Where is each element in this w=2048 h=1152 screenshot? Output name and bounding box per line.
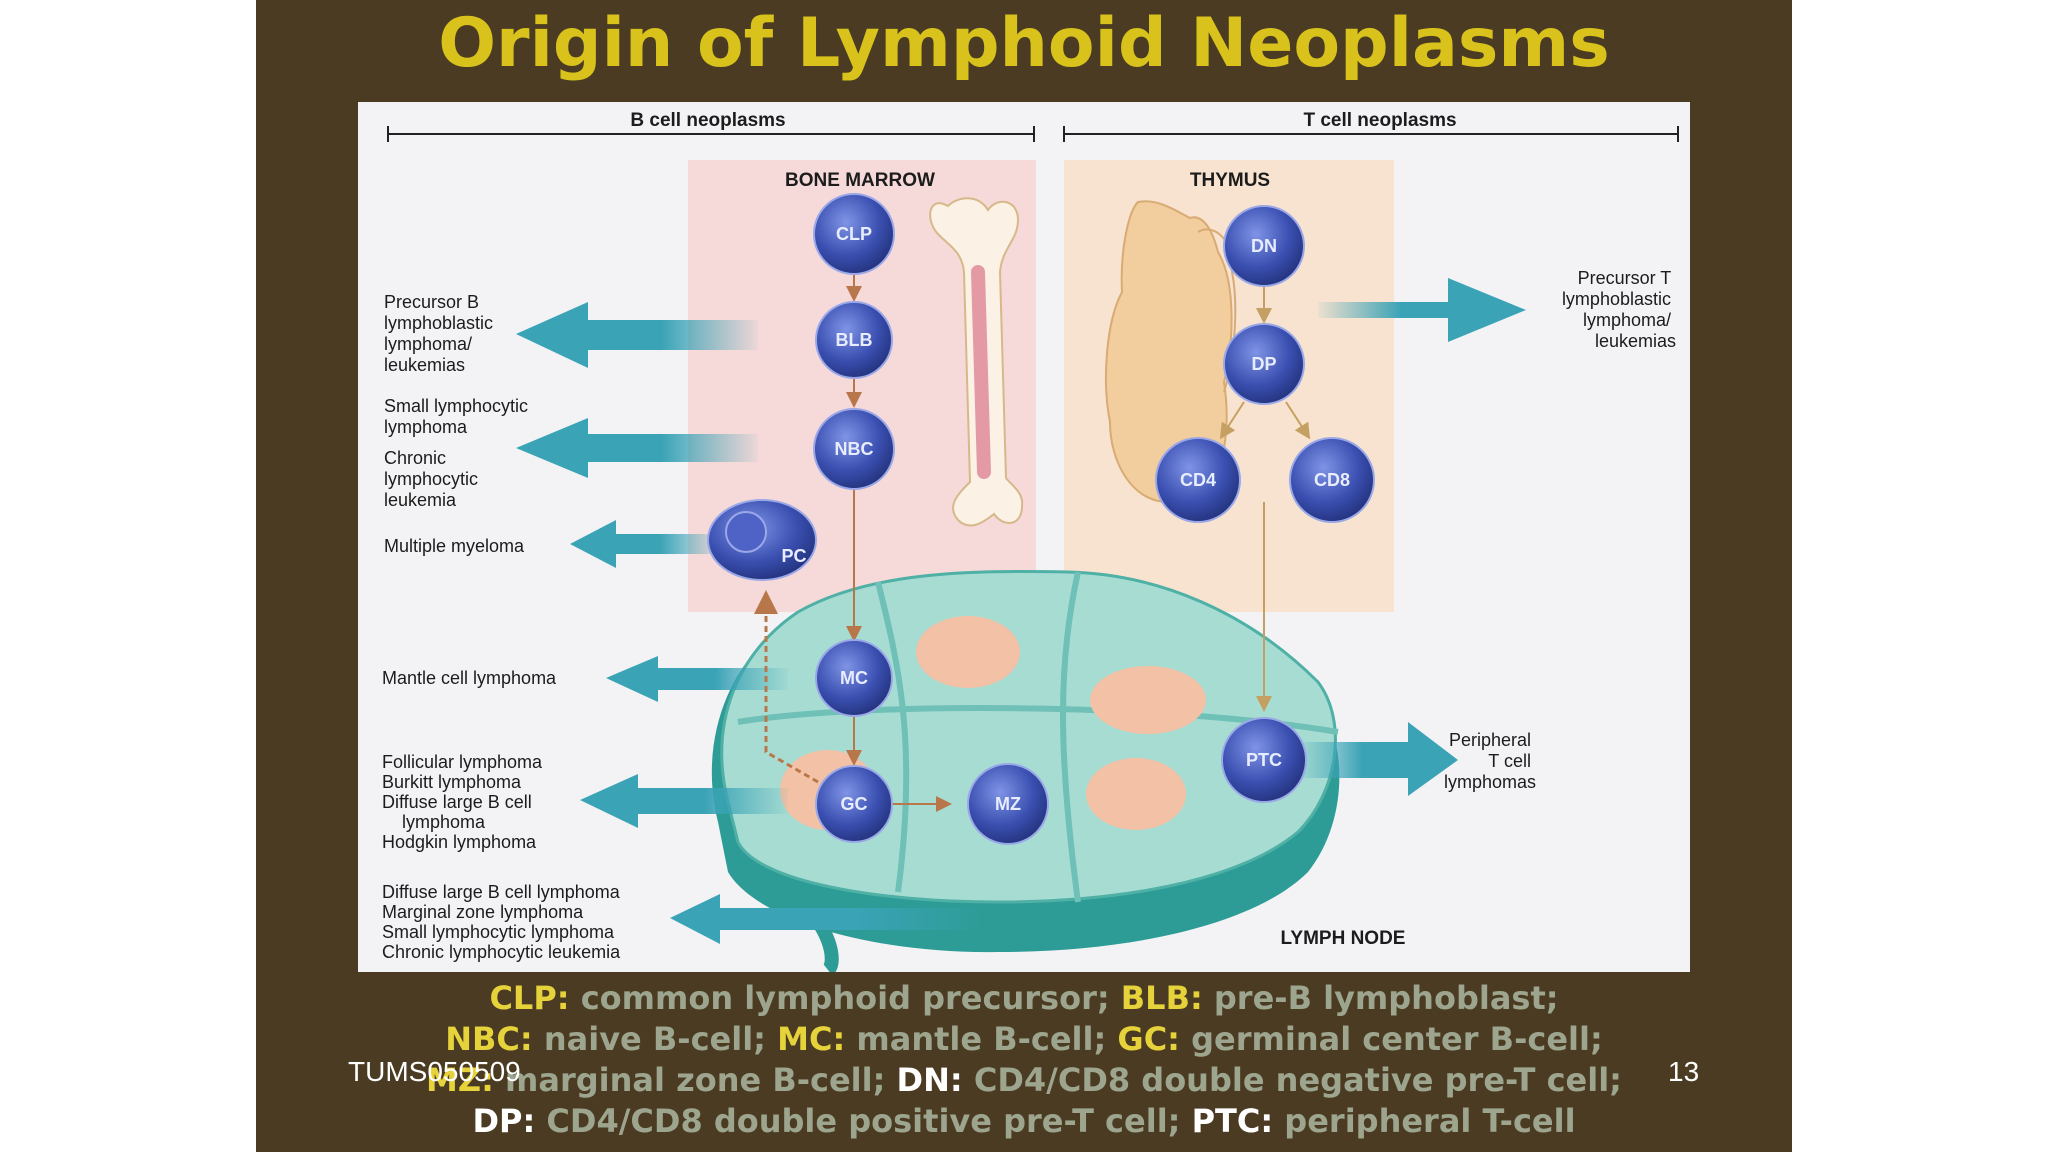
slide-title: Origin of Lymphoid Neoplasms xyxy=(438,4,1610,83)
legend-definition: CD4/CD8 double negative pre-T cell; xyxy=(962,1061,1622,1099)
svg-text:CD4: CD4 xyxy=(1180,470,1216,490)
legend-definition: germinal center B-cell; xyxy=(1179,1020,1603,1058)
legend-definition: CD4/CD8 double positive pre-T cell; xyxy=(535,1102,1192,1140)
thymus-illustration xyxy=(1105,200,1237,504)
svg-text:DP: DP xyxy=(1251,354,1276,374)
footer-code: TUMS050509 xyxy=(348,1056,521,1087)
svg-text:BLB: BLB xyxy=(836,330,873,350)
legend-definition: marginal zone B-cell; xyxy=(493,1061,897,1099)
arrow-peripheral-t xyxy=(1298,722,1458,796)
slide-number: 13 xyxy=(1668,1056,1700,1087)
arrow-multiple-myeloma xyxy=(570,520,720,568)
cell-dp: DP xyxy=(1223,323,1305,405)
legend-term: DP: xyxy=(472,1102,536,1140)
cell-ptc: PTC xyxy=(1221,717,1307,803)
label-peripheral-t-lymphomas: Peripheral T cell lymphomas xyxy=(1444,730,1536,792)
cell-nbc: NBC xyxy=(813,408,895,490)
cell-pc: PC xyxy=(707,499,817,581)
legend-line: NBC: naive B-cell; MC: mantle B-cell; GC… xyxy=(256,1019,1792,1060)
label-precursor-t-lymphoma: Precursor T lymphoblastic lymphoma/ leuk… xyxy=(1562,268,1676,351)
legend-definition: common lymphoid precursor; xyxy=(569,979,1121,1017)
svg-text:CLP: CLP xyxy=(836,224,872,244)
arrow-marginal-zone xyxy=(670,894,978,944)
legend-definition: mantle B-cell; xyxy=(845,1020,1118,1058)
legend-definition: naive B-cell; xyxy=(532,1020,778,1058)
label-multiple-myeloma: Multiple myeloma xyxy=(384,536,525,556)
svg-text:MZ: MZ xyxy=(995,794,1021,814)
differentiation-arrows xyxy=(754,272,1311,812)
legend-term: BLB: xyxy=(1120,979,1203,1017)
diagram-svg: B cell neoplasms T cell neoplasms BONE M… xyxy=(382,110,1679,972)
legend-term: CLP: xyxy=(489,979,570,1017)
legend-line: DP: CD4/CD8 double positive pre-T cell; … xyxy=(256,1101,1792,1142)
cell-gc: GC xyxy=(815,765,893,843)
arrow-mantle-cell xyxy=(606,656,788,702)
legend-definition: pre-B lymphoblast; xyxy=(1202,979,1559,1017)
label-marginal-zone-lymphomas: Diffuse large B cell lymphoma Marginal z… xyxy=(382,882,625,962)
thymus-label: THYMUS xyxy=(1190,170,1270,191)
legend-term: NBC: xyxy=(445,1020,533,1058)
svg-text:PTC: PTC xyxy=(1246,750,1282,770)
t-neoplasms-bracket xyxy=(1063,126,1679,142)
diagram-figure: B cell neoplasms T cell neoplasms BONE M… xyxy=(358,102,1690,972)
cell-cd4: CD4 xyxy=(1155,437,1241,523)
svg-text:GC: GC xyxy=(841,794,868,814)
label-chronic-lymphocytic-leukemia: Chronic lymphocytic leukemia xyxy=(384,448,483,510)
cell-blb: BLB xyxy=(815,301,893,379)
arrow-small-lymphocytic xyxy=(516,418,758,478)
abbreviation-legend: CLP: common lymphoid precursor; BLB: pre… xyxy=(256,978,1792,1142)
legend-line: MZ: marginal zone B-cell; DN: CD4/CD8 do… xyxy=(256,1060,1792,1101)
b-neoplasms-bracket xyxy=(387,126,1035,142)
label-precursor-b-lymphoma: Precursor B lymphoblastic lymphoma/ leuk… xyxy=(384,292,498,375)
svg-text:DN: DN xyxy=(1251,236,1277,256)
label-mantle-cell-lymphoma: Mantle cell lymphoma xyxy=(382,668,557,688)
cell-clp: CLP xyxy=(813,193,895,275)
cell-cd8: CD8 xyxy=(1289,437,1375,523)
label-small-lymphocytic-lymphoma: Small lymphocytic lymphoma xyxy=(384,396,533,437)
legend-term: DN: xyxy=(896,1061,963,1099)
legend-term: GC: xyxy=(1117,1020,1180,1058)
bone-marrow-label: BONE MARROW xyxy=(785,170,935,191)
svg-text:PC: PC xyxy=(781,546,806,566)
t-neoplasms-header: T cell neoplasms xyxy=(1303,110,1456,131)
legend-term: PTC: xyxy=(1191,1102,1274,1140)
legend-term: MZ: xyxy=(426,1061,494,1099)
svg-text:CD8: CD8 xyxy=(1314,470,1350,490)
slide: Origin of Lymphoid Neoplasms xyxy=(256,0,1792,1152)
legend-term: MC: xyxy=(777,1020,846,1058)
legend-line: CLP: common lymphoid precursor; BLB: pre… xyxy=(256,978,1792,1019)
legend-definition: peripheral T-cell xyxy=(1273,1102,1576,1140)
label-germinal-center-lymphomas: Follicular lymphoma Burkitt lymphoma Dif… xyxy=(382,752,547,852)
lymph-node-label: LYMPH NODE xyxy=(1281,928,1406,949)
cell-dn: DN xyxy=(1223,205,1305,287)
svg-text:NBC: NBC xyxy=(835,439,874,459)
arrow-precursor-b xyxy=(516,302,758,368)
femur-bone-illustration xyxy=(929,197,1024,527)
arrow-germinal-center xyxy=(580,774,788,828)
cell-mz: MZ xyxy=(967,763,1049,845)
b-neoplasms-header: B cell neoplasms xyxy=(630,110,785,131)
arrow-precursor-t xyxy=(1318,278,1526,342)
cell-mc: MC xyxy=(815,639,893,717)
svg-text:MC: MC xyxy=(840,668,868,688)
